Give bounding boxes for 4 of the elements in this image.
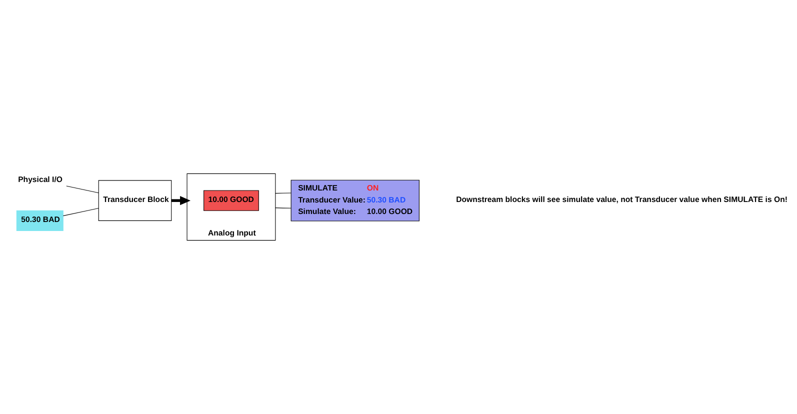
connector (66, 186, 99, 194)
connector (62, 208, 99, 216)
arrow (172, 196, 191, 206)
connector (275, 192, 292, 194)
